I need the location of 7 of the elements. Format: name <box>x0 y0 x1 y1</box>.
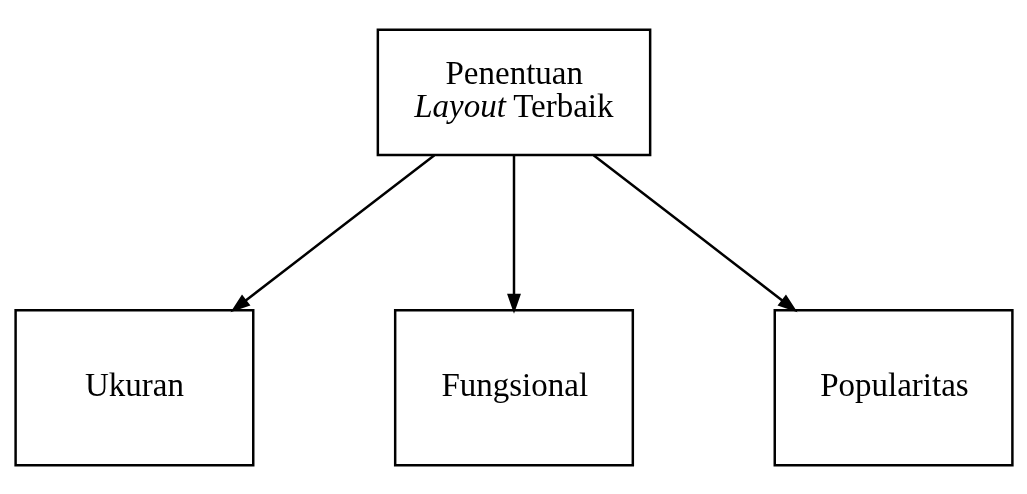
node-box: Fungsional <box>393 308 634 467</box>
arrow <box>506 154 521 314</box>
arrow <box>230 153 435 312</box>
node-box: Popularitas <box>773 308 1014 467</box>
node-box: Penentuan Layout Terbaik <box>376 27 651 156</box>
arrow <box>592 153 797 312</box>
node-box: Ukuran <box>13 308 254 467</box>
